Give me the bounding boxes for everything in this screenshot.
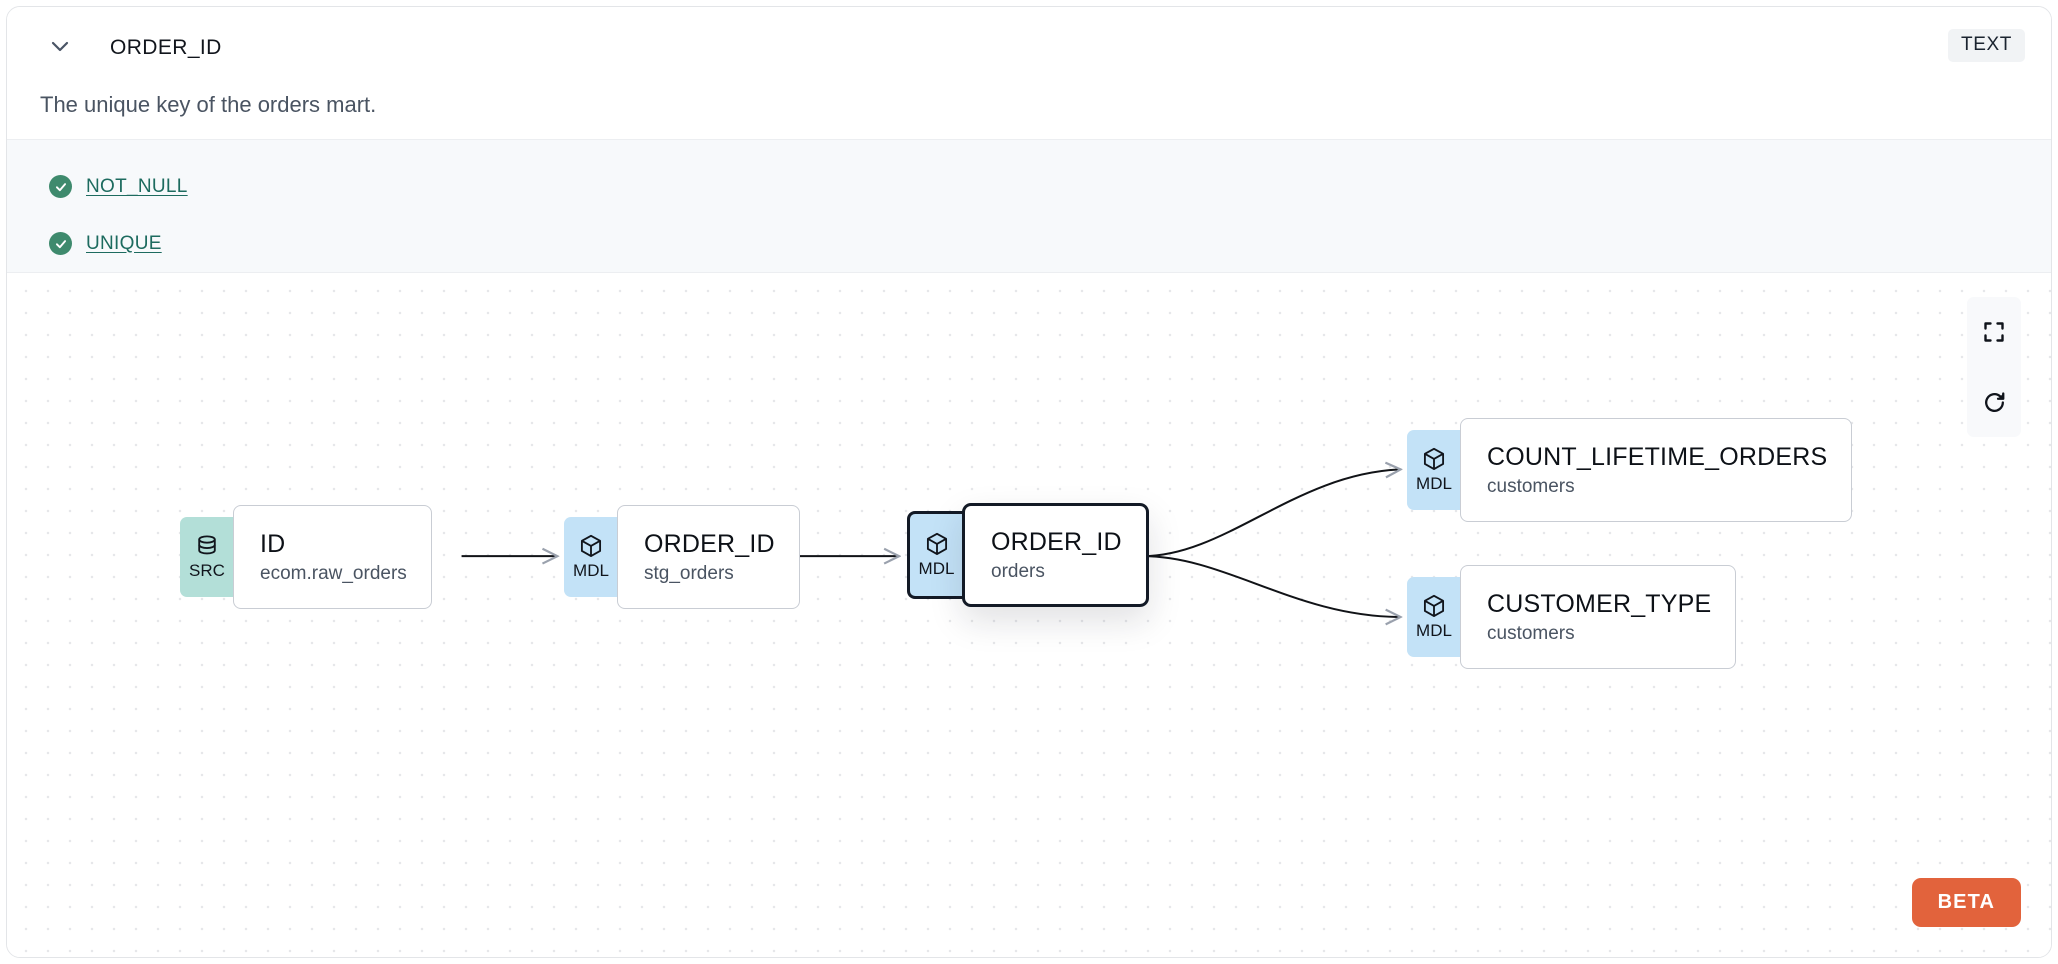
node-subtitle: customers (1487, 622, 1575, 644)
node-type-badge-src: SRC (180, 517, 242, 597)
node-type-badge-mdl: MDL (1407, 577, 1469, 657)
node-body: ORDER_ID orders (962, 503, 1149, 607)
check-circle-icon (49, 232, 72, 255)
node-subtitle: stg_orders (644, 562, 734, 584)
fullscreen-icon[interactable] (1967, 297, 2021, 367)
lineage-edges (461, 274, 2051, 957)
node-badge-label: MDL (918, 559, 955, 578)
lineage-node-src-id[interactable]: SRC ID ecom.raw_orders (180, 505, 432, 609)
node-subtitle: customers (1487, 475, 1575, 497)
node-name: ORDER_ID (991, 527, 1122, 556)
node-badge-label: SRC (189, 561, 225, 580)
lineage-node-stg-orders[interactable]: MDL ORDER_ID stg_orders (564, 505, 800, 609)
data-type-badge[interactable]: TEXT (1948, 29, 2025, 62)
test-link-not-null[interactable]: NOT_NULL (86, 175, 188, 197)
node-type-badge-mdl: MDL (564, 517, 626, 597)
node-name: COUNT_LIFETIME_ORDERS (1487, 442, 1828, 471)
refresh-icon[interactable] (1967, 367, 2021, 437)
column-description: The unique key of the orders mart. (40, 92, 377, 117)
node-body: ID ecom.raw_orders (233, 505, 432, 609)
tests-section: NOT_NULL UNIQUE (7, 139, 2051, 273)
node-type-badge-mdl: MDL (907, 511, 971, 599)
card-header: ORDER_ID TEXT (7, 7, 2051, 80)
node-body: COUNT_LIFETIME_ORDERS customers (1460, 418, 1853, 522)
lineage-node-orders-selected[interactable]: MDL ORDER_ID orders (907, 503, 1149, 607)
node-body: CUSTOMER_TYPE customers (1460, 565, 1737, 669)
node-badge-label: MDL (1416, 474, 1452, 493)
node-type-badge-mdl: MDL (1407, 430, 1469, 510)
lineage-node-count-lifetime-orders[interactable]: MDL COUNT_LIFETIME_ORDERS customers (1407, 418, 1853, 522)
page-title: ORDER_ID (110, 36, 222, 59)
node-badge-label: MDL (1416, 621, 1452, 640)
node-subtitle: orders (991, 560, 1045, 582)
column-detail-card: ORDER_ID TEXT The unique key of the orde… (6, 6, 2052, 958)
test-link-unique[interactable]: UNIQUE (86, 232, 162, 254)
canvas-controls (1967, 297, 2021, 437)
node-body: ORDER_ID stg_orders (617, 505, 800, 609)
node-name: ORDER_ID (644, 529, 775, 558)
node-subtitle: ecom.raw_orders (260, 562, 407, 584)
node-badge-label: MDL (573, 561, 609, 580)
lineage-canvas[interactable]: SRC ID ecom.raw_orders MDL ORDER_ID stg_… (7, 274, 2051, 957)
node-name: CUSTOMER_TYPE (1487, 589, 1712, 618)
test-row: UNIQUE (49, 215, 2051, 272)
test-row: NOT_NULL (49, 158, 2051, 215)
check-circle-icon (49, 175, 72, 198)
node-name: ID (260, 529, 286, 558)
lineage-node-customer-type[interactable]: MDL CUSTOMER_TYPE customers (1407, 565, 1737, 669)
beta-badge[interactable]: BETA (1911, 878, 2021, 927)
chevron-down-icon[interactable] (47, 33, 73, 59)
